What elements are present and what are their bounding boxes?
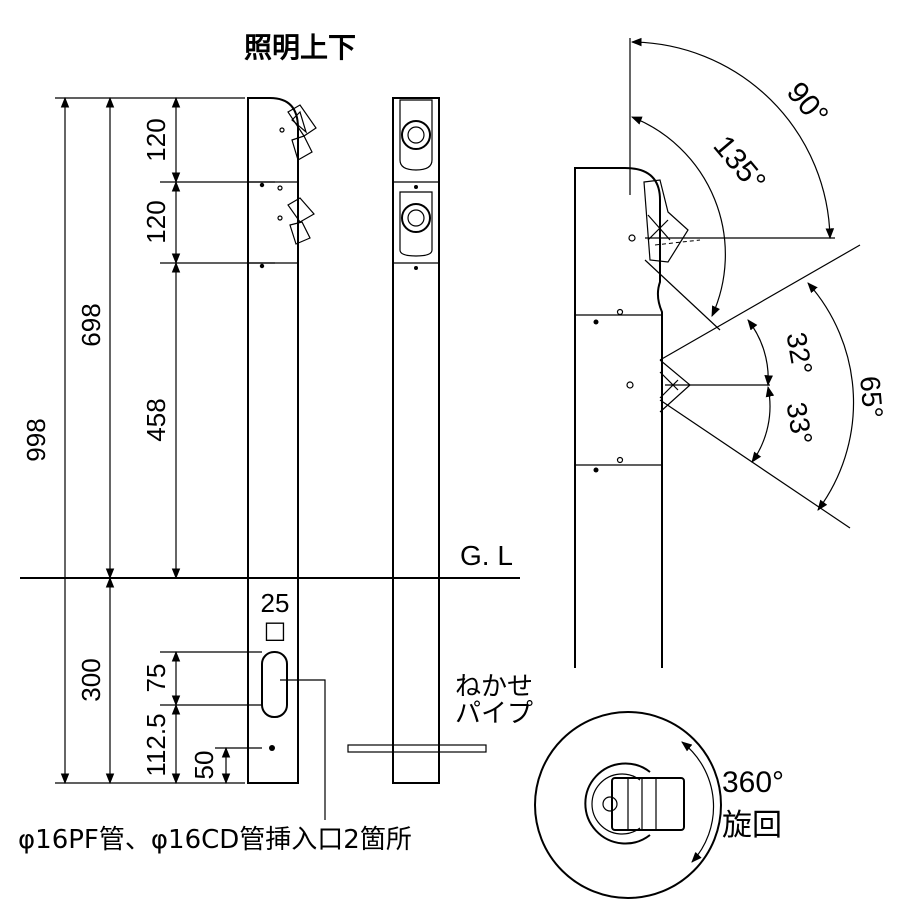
- conduit-leader: [280, 679, 326, 820]
- drawing-title: 照明上下: [244, 31, 356, 64]
- dim-seg-lower: 458: [141, 398, 171, 441]
- anchor-pipe-label-2: パイプ: [455, 699, 533, 729]
- dim-above-ground: 698: [76, 303, 106, 346]
- dim-bottom-offset: 50: [189, 751, 219, 780]
- rotation-label: 旋回: [722, 808, 782, 843]
- angle-upper-outer: 90°: [780, 76, 834, 132]
- pole-angle-view: [574, 37, 861, 668]
- angle-lower-up: 32°: [780, 330, 818, 377]
- angle-lower-total: 65°: [854, 375, 889, 420]
- dimension-lines: [55, 96, 275, 785]
- dim-below-ground: 300: [76, 658, 106, 701]
- angle-upper-inner: 135°: [707, 130, 772, 199]
- slot-square-mark: □: [264, 616, 287, 644]
- pole-front-view: [347, 97, 487, 784]
- rotation-top-view: [534, 711, 722, 899]
- ground-line-label: G. L: [460, 540, 513, 571]
- dim-total: 998: [21, 418, 51, 461]
- dim-seg-top: 120: [141, 118, 171, 161]
- dim-slot-width: 25: [261, 588, 290, 618]
- dim-seg-mid: 120: [141, 200, 171, 243]
- pole-side-view: [247, 97, 317, 784]
- dim-slot-offset: 112.5: [141, 713, 171, 776]
- anchor-pipe-label-1: ねかせ: [455, 672, 533, 702]
- rotation-value: 360°: [722, 766, 784, 799]
- angle-lower-down: 33°: [780, 400, 818, 447]
- conduit-note: φ16PF管、φ16CD管挿入口2箇所: [18, 825, 412, 855]
- dim-slot-length: 75: [141, 664, 171, 693]
